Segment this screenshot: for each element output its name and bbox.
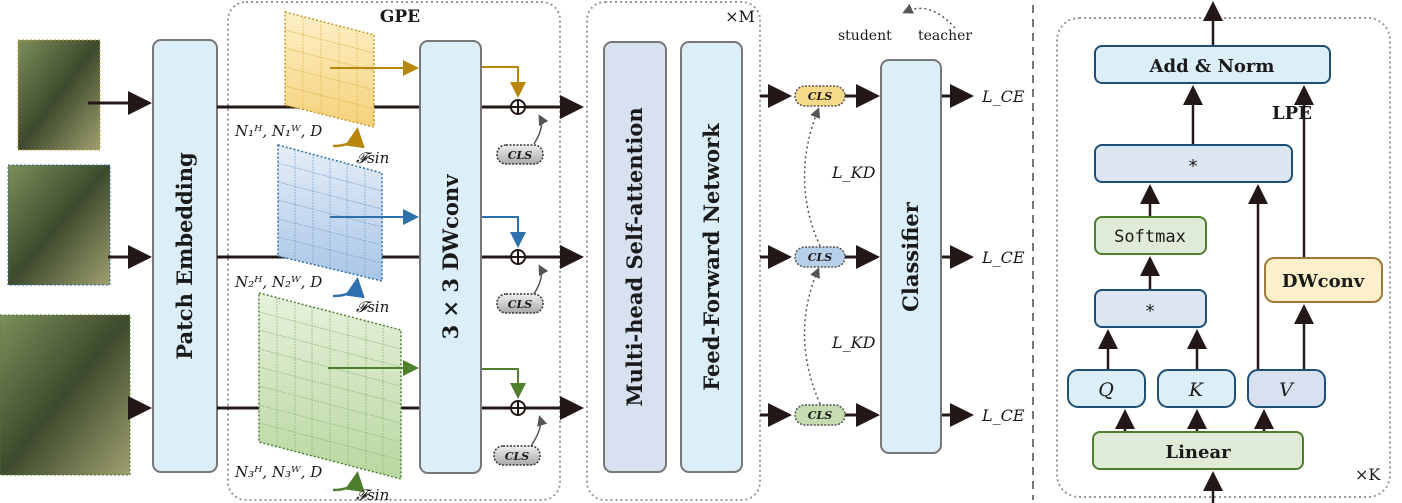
pos-grid-scale1 [284, 11, 375, 128]
ffn-label: Feed-Forward Network [699, 123, 724, 391]
head-cls-label-1: CLS [808, 90, 832, 103]
cls-label-3: CLS [505, 450, 529, 463]
pe-arrows [328, 60, 526, 399]
cls-token-head [794, 85, 846, 426]
lpe-title: LPE [1272, 103, 1312, 124]
pos-grid-scale2 [277, 144, 383, 282]
head-arrows [760, 84, 974, 427]
shape-label-2: N₂ᴴ, N₂ᵂ, D [234, 273, 322, 291]
linear-label: Linear [1165, 442, 1231, 463]
linear-box [1092, 431, 1304, 470]
fsin-label-1: 𝓕sin [356, 149, 389, 167]
v-box [1247, 369, 1326, 408]
mhsa-label: Multi-head Self-attention [622, 107, 647, 406]
lpe-block-container [1056, 17, 1391, 498]
dwconv-3x3-label: 3 × 3 DWconv [438, 174, 463, 340]
lpe-dwconv-label: DWconv [1282, 271, 1365, 292]
softmax-label: Softmax [1114, 227, 1186, 247]
loss-kd-label-1: L_KD [831, 163, 876, 182]
cls-label-2: CLS [508, 298, 532, 311]
kd-arrows [803, 4, 956, 405]
matmul-box-av [1094, 144, 1293, 183]
encoder-repeat-label: ×M [725, 7, 755, 26]
k-label: K [1188, 379, 1205, 401]
add-norm-box [1094, 45, 1331, 84]
matmul-box-qk [1094, 289, 1207, 328]
input-image-medium [7, 164, 111, 286]
classifier-label: Classifier [898, 201, 923, 312]
matmul-label-av: * [1188, 156, 1199, 177]
lpe-arrows [1098, 1, 1314, 503]
mhsa-box [603, 41, 667, 473]
student-label: student [838, 28, 892, 44]
add-norm-label: Add & Norm [1149, 56, 1275, 77]
k-box [1157, 369, 1236, 408]
q-box [1067, 369, 1146, 408]
input-image-small [17, 39, 101, 151]
shape-label-3: N₃ᴴ, N₃ᵂ, D [234, 463, 322, 481]
dwconv-3x3-box [419, 40, 482, 474]
matmul-label-qk: * [1145, 301, 1156, 322]
classifier-box [880, 59, 942, 454]
fsin-arrows [332, 127, 365, 493]
lpe-dwconv-box [1264, 257, 1383, 303]
add-symbols [510, 99, 526, 416]
softmax-box [1094, 216, 1207, 255]
input-arrows [88, 91, 152, 420]
loss-kd-label-2: L_KD [831, 333, 876, 352]
loss-ce-label-2: L_CE [981, 248, 1025, 267]
v-label: V [1279, 379, 1295, 401]
loss-ce-label-3: L_CE [981, 406, 1025, 425]
head-cls-label-2: CLS [808, 251, 832, 264]
gpe-title: GPE [380, 7, 420, 27]
shape-label-1: N₁ᴴ, N₁ᵂ, D [234, 122, 322, 140]
fsin-label-3: 𝓕sin [356, 486, 389, 503]
lpe-repeat-label: ×K [1355, 465, 1381, 484]
cls-label-1: CLS [508, 149, 532, 162]
head-cls-label-3: CLS [808, 409, 832, 422]
fsin-label-2: 𝓕sin [356, 298, 389, 316]
patch-embedding-label: Patch Embedding [172, 152, 197, 360]
loss-ce-label-1: L_CE [981, 87, 1025, 106]
q-label: Q [1098, 379, 1114, 401]
pos-grid-scale3 [258, 292, 402, 480]
cls-token-gpe [493, 114, 549, 466]
ffn-box [680, 41, 743, 473]
input-image-large [0, 314, 131, 476]
encoder-container [586, 1, 761, 501]
teacher-label: teacher [918, 28, 972, 44]
